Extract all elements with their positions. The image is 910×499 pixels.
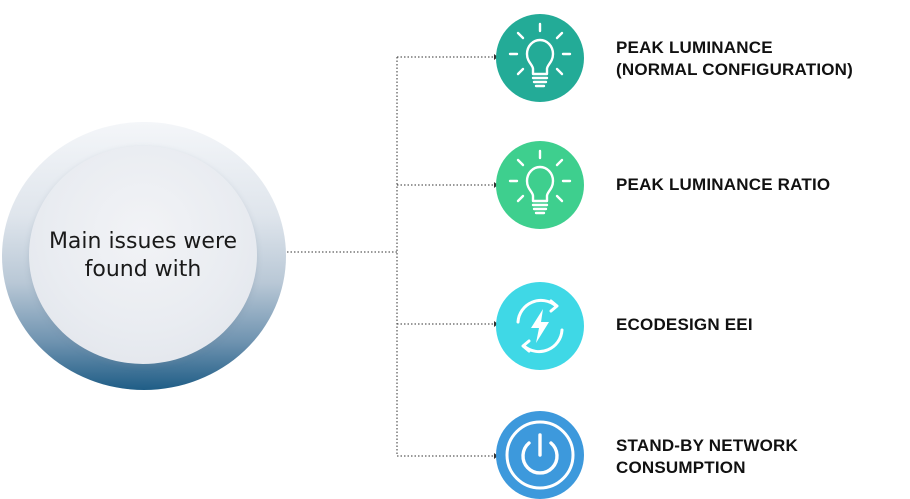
item-label-line-1: PEAK LUMINANCE RATIO <box>616 175 831 194</box>
item-label-line-1: ECODESIGN EEI <box>616 315 753 334</box>
hub-circle-inner <box>29 146 257 364</box>
power-icon <box>496 411 584 499</box>
item-label-line-1: STAND-BY NETWORK <box>616 436 799 455</box>
lightbulb-icon <box>496 14 584 102</box>
item-label-peak-luminance-ratio: PEAK LUMINANCE RATIO <box>616 174 830 196</box>
item-label-line-2: (NORMAL CONFIGURATION) <box>616 60 854 79</box>
item-label-stand-by-network-consumption: STAND-BY NETWORK CONSUMPTION <box>616 435 798 479</box>
item-label-peak-luminance: PEAK LUMINANCE (NORMAL CONFIGURATION) <box>616 37 853 81</box>
item-label-line-2: CONSUMPTION <box>616 458 746 477</box>
hub-label-line-2: found with <box>84 257 202 282</box>
hub-label-line-1: Main issues were <box>48 229 238 254</box>
item-label-ecodesign-eei: ECODESIGN EEI <box>616 314 753 336</box>
hub-label: Main issues were found with <box>29 228 257 284</box>
lightbulb-icon <box>496 141 584 229</box>
energy-cycle-icon <box>496 282 584 370</box>
item-label-line-1: PEAK LUMINANCE <box>616 38 773 57</box>
